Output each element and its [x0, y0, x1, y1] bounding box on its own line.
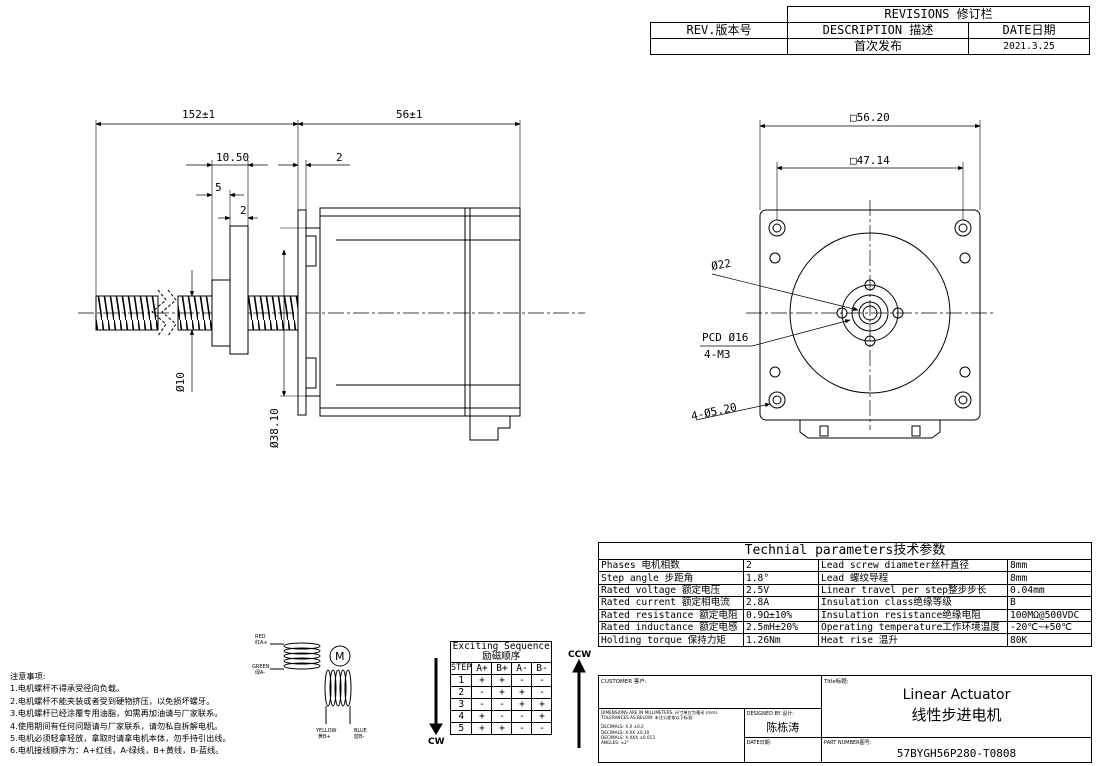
front-view-labels: □56.20 □47.14 Ø22 PCD Ø16 4-M3 4-Ø5.20: [690, 111, 890, 423]
description-value: 首次发布: [787, 38, 969, 55]
customer-cell: CUSTOMER 客户:: [598, 675, 822, 709]
note-item: 6.电机接线顺序为：A+红线，A-绿线，B+黄线，B-蓝线。: [10, 745, 224, 756]
coil-a: [270, 642, 321, 670]
revisions-table: REVISIONS 修订栏 REV.版本号 DESCRIPTION 描述 DAT…: [650, 6, 1090, 55]
rev-header: REV.版本号: [650, 22, 788, 39]
dim-4-m3: 4-M3: [704, 348, 731, 361]
front-connector: [799, 420, 941, 439]
motor-symbol: M: [335, 650, 345, 663]
note-item: 4.使用期间有任何问题请与厂家联系，请勿私自拆解电机。: [10, 720, 223, 731]
wire-blue-cn: 蓝B-: [354, 733, 364, 740]
title-cell: Title标题: Linear Actuator 线性步进电机: [821, 675, 1092, 738]
title-en: Linear Actuator: [902, 687, 1011, 703]
part-number-cell: PART NUMBER图号: 57BYGH56P280-T0808: [821, 737, 1092, 763]
dim-2-small: 2: [240, 204, 247, 217]
table-row: 4+--+: [449, 710, 553, 723]
dim-pcd-16: PCD Ø16: [702, 331, 748, 344]
date-header: DATE日期: [968, 22, 1090, 39]
dim-10-50: 10.50: [216, 151, 249, 164]
note-item: 1.电机螺杆不得承受径向负载。: [10, 683, 125, 694]
params-title: Technial parameters技术参数: [598, 542, 1092, 560]
revisions-title: REVISIONS 修订栏: [787, 6, 1090, 23]
cw-label: CW: [428, 737, 445, 747]
description-header: DESCRIPTION 描述: [787, 22, 969, 39]
notes-block: 注意事项: 1.电机螺杆不得承受径向负载。 2.电机螺杆不能夹装或者受到硬物挤压…: [10, 670, 231, 757]
table-row: 3--++: [449, 698, 553, 711]
wire-green-label: GREEN: [252, 664, 270, 670]
dim-diameter-38: Ø38.10: [268, 408, 281, 448]
wire-yellow-label: YELLOW: [315, 728, 337, 734]
motor-flange: [297, 209, 307, 416]
notes-title: 注意事项:: [10, 671, 46, 681]
wire-red-cn: 红A+: [255, 639, 268, 646]
dim-5: 5: [215, 181, 222, 194]
date-value: 2021.3.25: [968, 38, 1090, 55]
motor-symbol-circle: [329, 645, 351, 667]
dim-4-diameter-5-20: 4-Ø5.20: [690, 401, 738, 423]
dim-square-56: □56.20: [850, 111, 890, 124]
seq-header-b-minus: B-: [531, 662, 553, 675]
wire-green-cn: 绿A-: [255, 669, 265, 676]
seq-header-a-minus: A-: [511, 662, 533, 675]
motor-body: [319, 207, 521, 417]
part-number: 57BYGH56P280-T0808: [896, 747, 1017, 760]
seq-header-b-plus: B+: [491, 662, 513, 675]
ccw-label: CCW: [568, 650, 591, 660]
dim-56: 56±1: [396, 108, 423, 121]
note-item: 5.电机必须轻拿轻放，拿取时请拿电机本体，勿手持引出线。: [10, 733, 231, 744]
break-line: [151, 289, 167, 337]
title-cn: 线性步进电机: [911, 706, 1002, 724]
wire-red-label: RED: [255, 634, 266, 640]
seq-header-step: STEP: [449, 662, 473, 675]
rotation-arrows: [429, 658, 586, 748]
table-row: 2-++-: [449, 686, 553, 699]
note-item: 2.电机螺杆不能夹装或者受到硬物挤压，以免损坏螺牙。: [10, 695, 215, 706]
mount-hole: [768, 219, 786, 237]
coil-b: [324, 669, 352, 724]
table-row: 5++--: [449, 722, 553, 735]
dim-2-flange: 2: [336, 151, 343, 164]
seq-header-a-plus: A+: [471, 662, 493, 675]
dim-152: 152±1: [182, 108, 215, 121]
nut-flange: [229, 225, 249, 355]
connector: [469, 416, 511, 441]
note-item: 3.电机螺杆已经涂覆专用油脂，如需再加油请与厂家联系。: [10, 708, 223, 719]
date-cell: DATE日期:: [743, 737, 823, 763]
designer-name: 陈栋涛: [766, 721, 800, 734]
wire-yellow-cn: 黄B+: [318, 733, 331, 740]
side-view-labels: 152±1 56±1 10.50 5 2 2 Ø10 Ø38.10: [174, 108, 423, 448]
table-row: 1++--: [449, 674, 553, 687]
front-view: [695, 120, 994, 439]
dim-diameter-10: Ø10: [174, 372, 187, 392]
dim-diameter-22: Ø22: [710, 257, 732, 273]
dim-square-47: □47.14: [850, 154, 890, 167]
wire-blue-label: BLUE: [354, 728, 367, 734]
tolerance-cell: DIMENSIONS ARE IN MILLIMETERS. 尺寸单位为毫米 (…: [598, 708, 745, 763]
wiring-diagram: [270, 642, 352, 724]
rev-value: [650, 38, 788, 55]
side-view: [78, 120, 585, 441]
lead-screw-left: [95, 295, 159, 331]
wiring-labels: RED 红A+ GREEN 绿A- YELLOW 黄B+ BLUE 蓝B- M: [252, 634, 367, 740]
title-block: CUSTOMER 客户: Title标题: Linear Actuator 线性…: [598, 675, 1092, 763]
designer-cell: DESIGNED BY 设计: 陈栋涛: [743, 708, 823, 738]
